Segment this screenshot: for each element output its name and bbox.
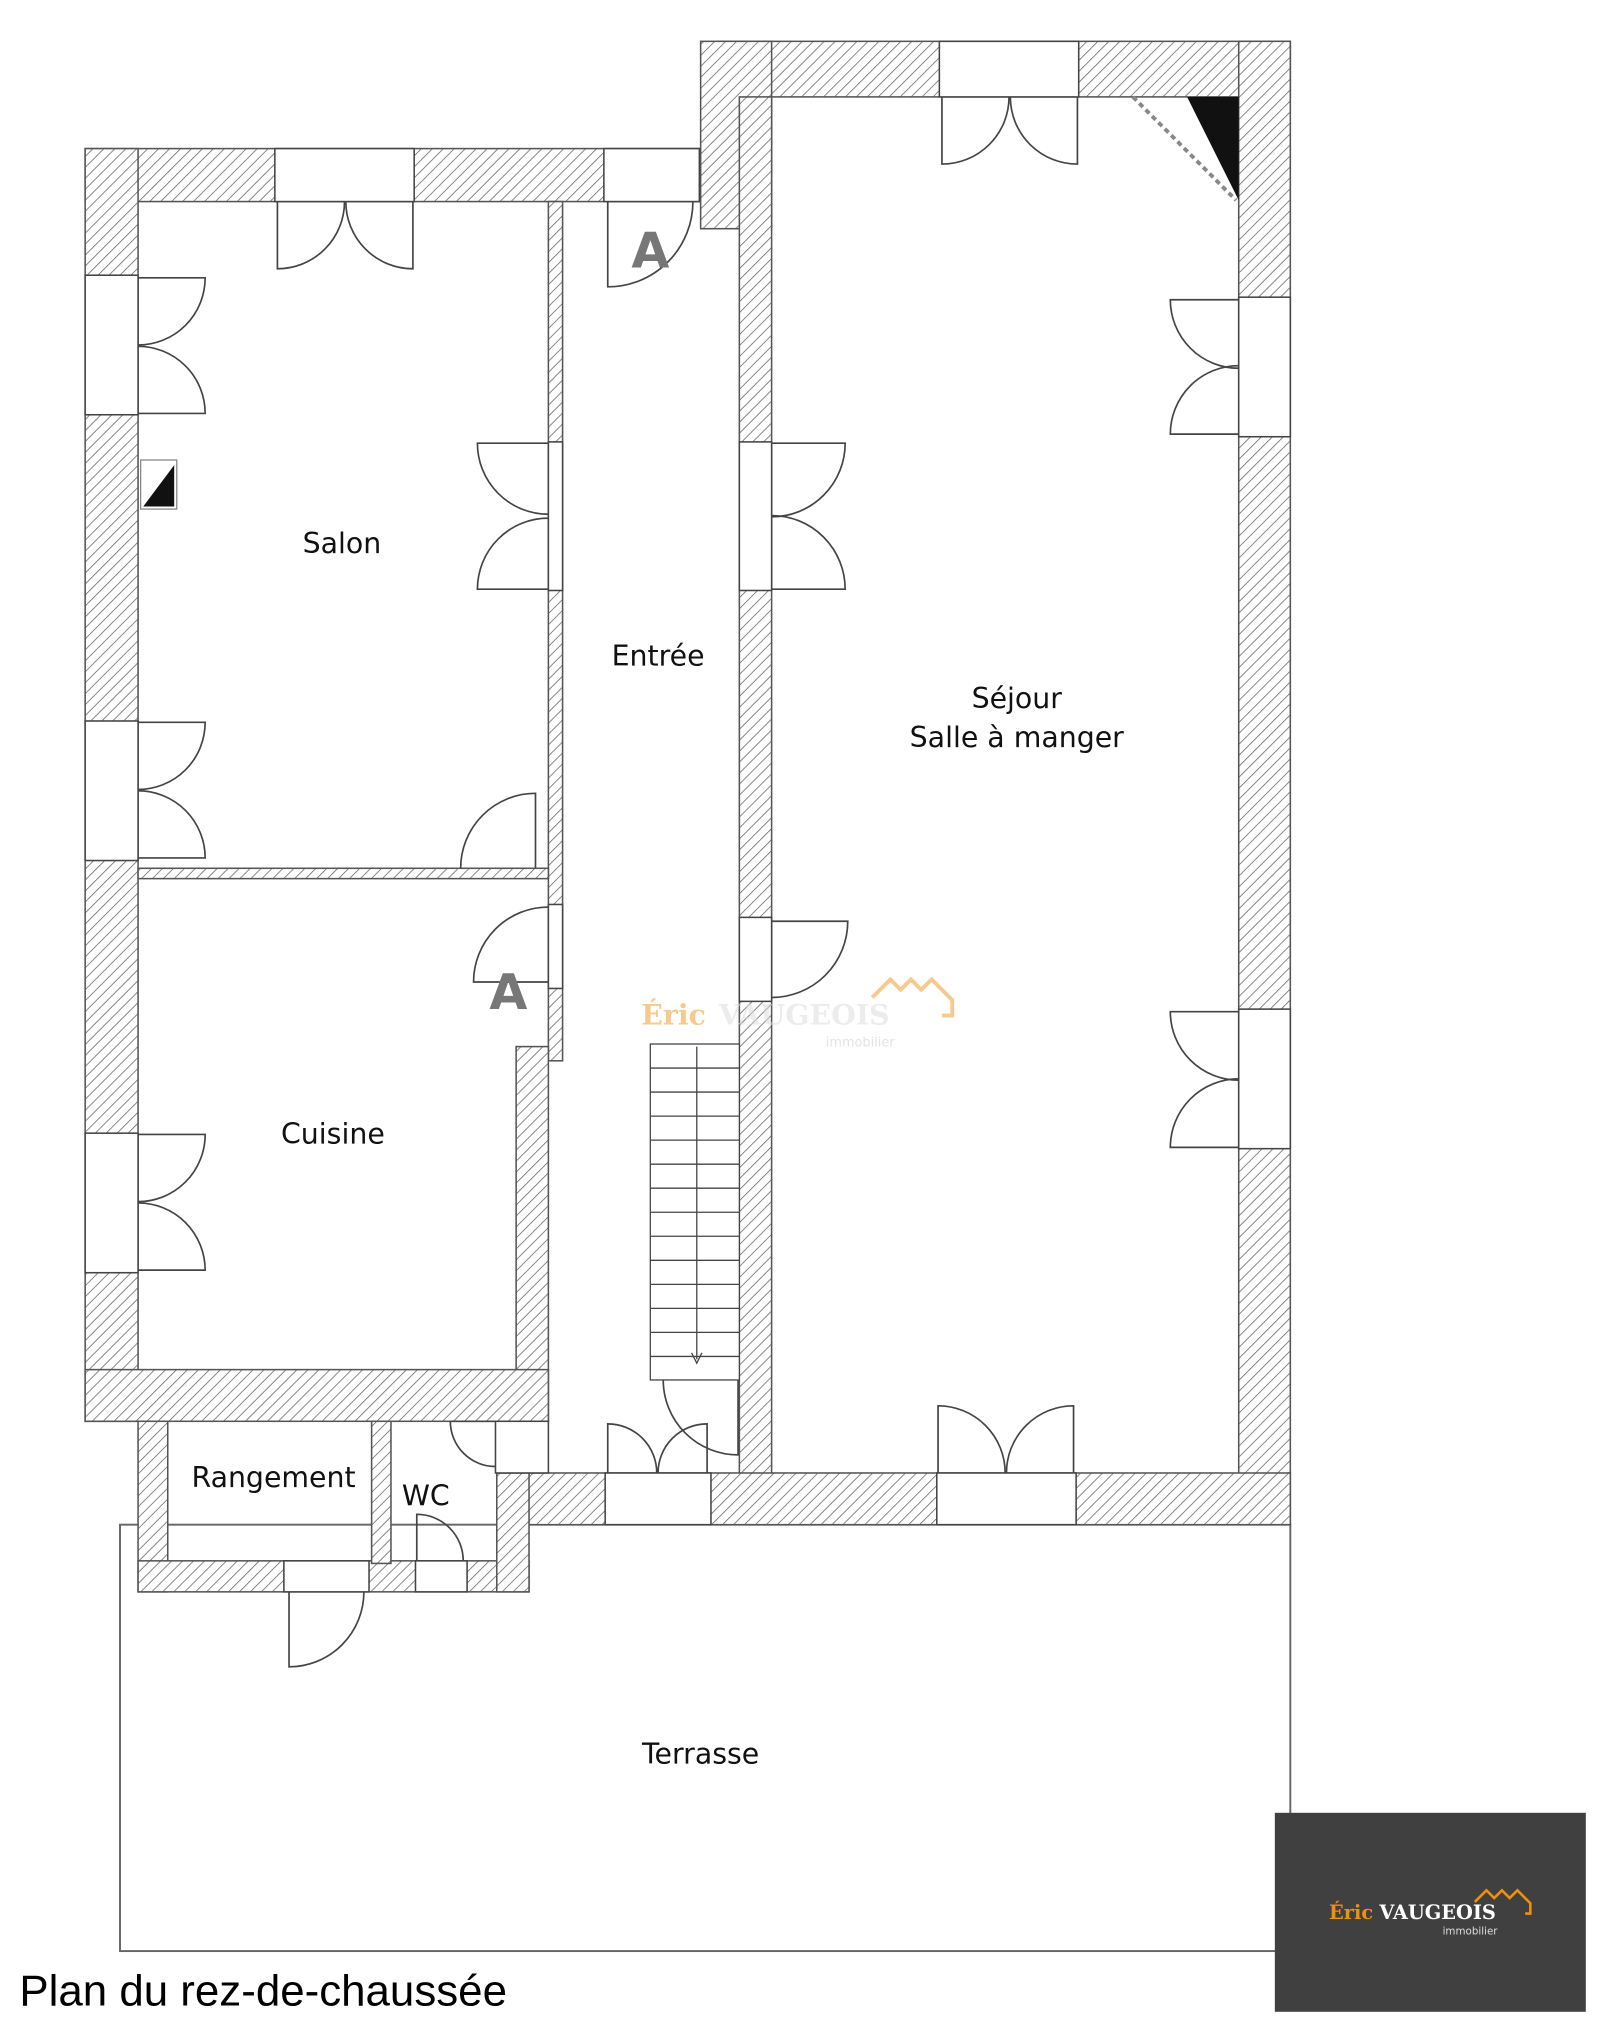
chimney-icon [1187,96,1239,201]
room-label-entree: Entrée [612,639,705,672]
section-mark-a-top: A [631,221,669,279]
logo-tagline: immobilier [1443,1925,1499,1937]
staircase [649,1043,740,1381]
logo-background [1274,1812,1586,2012]
section-mark-a-kitchen: A [489,963,527,1021]
logo-last-name: VAUGEOIS [1378,1901,1496,1924]
room-label-salon: Salon [303,527,382,560]
roof-icon [870,976,955,1018]
logo-roof-icon [1473,1888,1532,1915]
logo-first-name: Éric [1329,1901,1373,1924]
watermark-tagline: immobilier [826,1036,895,1051]
room-label-salle-a-manger: Salle à manger [910,721,1124,754]
doors [138,96,1239,1668]
windows [84,40,1292,1593]
room-label-wc: WC [402,1479,450,1512]
watermark-first-name: Éric [641,998,706,1032]
room-label-rangement: Rangement [191,1461,355,1494]
room-label-cuisine: Cuisine [281,1117,385,1150]
corner-line [1131,95,1238,202]
room-label-sejour: Séjour [972,682,1063,715]
watermark-last-name: VAUGEOIS [718,998,890,1032]
arrow-head-icon [691,1352,703,1365]
watermark-logo: Éric VAUGEOIS immobilier [641,976,955,1051]
room-label-terrasse: Terrasse [641,1738,759,1771]
plan-title: Plan du rez-de-chaussée [19,1966,507,2015]
brand-logo: Éric VAUGEOIS immobilier [1274,1812,1586,2012]
